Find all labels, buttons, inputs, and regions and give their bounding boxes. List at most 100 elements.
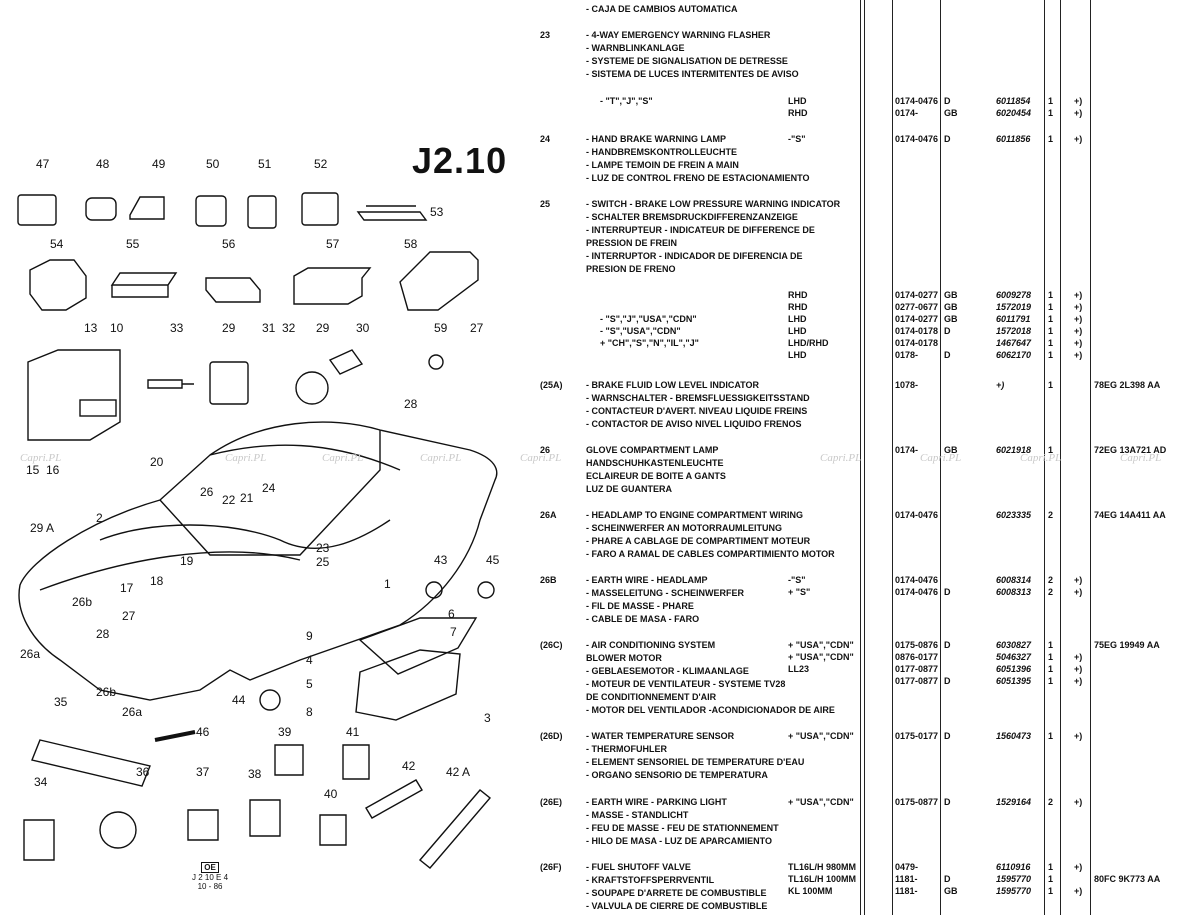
catalog-ref: (26C) <box>540 640 563 650</box>
catalog-ref: 26B <box>540 575 557 585</box>
spec-drive: RHD <box>788 108 808 118</box>
spec-market: GB <box>944 314 958 324</box>
callout-number: 29 <box>316 321 330 335</box>
connector-57-shape <box>293 267 372 305</box>
catalog-description-line: - SCHEINWERFER AN MOTORRAUMLEITUNG <box>586 523 782 533</box>
spec-date: 0174- <box>895 445 919 455</box>
grommet-43-shape <box>425 581 443 599</box>
tie-42-shape <box>365 779 423 819</box>
spec-note: +) <box>1074 338 1083 348</box>
catalog-description-line: - SOUPAPE D'ARRETE DE COMBUSTIBLE <box>586 888 767 898</box>
callout-number: 57 <box>326 237 340 251</box>
spec-qty: 1 <box>1048 640 1054 650</box>
catalog-description-line: - BRAKE FLUID LOW LEVEL INDICATOR <box>586 380 759 390</box>
relay-50-shape <box>195 195 227 227</box>
page-title: J2.10 <box>412 140 508 181</box>
spec-part-number: 6051396 <box>996 664 1032 674</box>
switch-48-shape <box>85 197 117 221</box>
callout-number: 32 <box>282 321 296 335</box>
catalog-description-line: - INTERRUPTOR - INDICADOR DE DIFERENCIA … <box>586 251 803 261</box>
spec-note: +) <box>1074 314 1083 324</box>
spec-part-number: 5046327 <box>996 652 1032 662</box>
connector-55-shape <box>110 272 178 298</box>
catalog-description-line: - AIR CONDITIONING SYSTEM <box>586 640 716 650</box>
spec-part-number: 6023335 <box>996 510 1032 520</box>
column-divider <box>864 0 865 915</box>
spec-date: 0174-0476 <box>895 510 939 520</box>
watermark: Capri.PL <box>520 452 562 464</box>
catalog-description-line: - SCHALTER BREMSDRUCKDIFFERENZANZEIGE <box>586 212 798 222</box>
spec-qty: 1 <box>1048 302 1054 312</box>
spec-market: GB <box>944 302 958 312</box>
spec-drive: + "USA","CDN" <box>788 640 854 650</box>
spec-date: 0177-0877 <box>895 676 939 686</box>
spec-date: 1181- <box>895 886 918 896</box>
spec-drive: LHD <box>788 96 807 106</box>
callout-number: 9 <box>306 629 313 643</box>
lamp-58-shape <box>399 251 479 311</box>
spec-market: D <box>944 134 951 144</box>
catalog-description-line: - SYSTEME DE SIGNALISATION DE DETRESSE <box>586 56 788 66</box>
callout-number: 36 <box>136 765 150 779</box>
spec-market: D <box>944 587 951 597</box>
catalog-description-line: - FEU DE MASSE - FEU DE STATIONNEMENT <box>586 823 779 833</box>
spec-date: 0174-0178 <box>895 326 939 336</box>
callout-number: 34 <box>34 775 48 789</box>
callout-number: 56 <box>222 237 236 251</box>
spec-variant: - "S","J","USA","CDN" <box>600 314 697 324</box>
watermark: Capri.PL <box>322 452 364 464</box>
callout-number: 41 <box>346 725 360 739</box>
catalog-description-line: GLOVE COMPARTMENT LAMP <box>586 445 719 455</box>
spec-part-number: 6011854 <box>996 96 1031 106</box>
spec-part-number: 6011856 <box>996 134 1031 144</box>
spec-ref: 75EG 19949 AA <box>1094 640 1160 650</box>
clip-40-shape <box>319 814 347 846</box>
catalog-description-line: - HANDBREMSKONTROLLEUCHTE <box>586 147 737 157</box>
spec-note: +) <box>1074 350 1083 360</box>
spec-date: 0174-0178 <box>895 338 939 348</box>
callout-number: 24 <box>262 481 276 495</box>
spec-drive: RHD <box>788 302 808 312</box>
catalog-description-line: - ORGANO SENSORIO DE TEMPERATURA <box>586 770 768 780</box>
clip-34-shape <box>23 819 55 861</box>
column-divider <box>860 0 861 915</box>
catalog-description-line: - CABLE DE MASA - FARO <box>586 614 700 624</box>
relay-29-shape <box>209 361 249 405</box>
callout-number: 10 <box>110 321 124 335</box>
catalog-ref: 26A <box>540 510 557 520</box>
column-divider <box>1090 0 1091 915</box>
callout-number: 16 <box>46 463 60 477</box>
wiring-loom-2-shape <box>99 519 391 549</box>
spec-qty: 1 <box>1048 314 1054 324</box>
spec-market: D <box>944 676 951 686</box>
spec-date: 0174-0277 <box>895 290 939 300</box>
catalog-description-line: - LAMPE TEMOIN DE FREIN A MAIN <box>586 160 739 170</box>
catalog-description-line: - VALVULA DE CIERRE DE COMBUSTIBLE <box>586 901 768 911</box>
catalog-description-line: - EARTH WIRE - PARKING LIGHT <box>586 797 727 807</box>
callout-number: 42 <box>402 759 416 773</box>
catalog-description-line: ECLAIREUR DE BOITE A GANTS <box>586 471 726 481</box>
catalog-description-line: PRESSION DE FREIN <box>586 238 678 248</box>
callout-number: 58 <box>404 237 418 251</box>
callout-number: 42 A <box>446 765 470 779</box>
spec-note: +) <box>1074 326 1083 336</box>
catalog-ref: 23 <box>540 30 551 40</box>
spec-drive: TL16L/H 980MM <box>788 862 857 872</box>
catalog-description-line: - EARTH WIRE - HEADLAMP <box>586 575 708 585</box>
callout-number: 50 <box>206 157 220 171</box>
spec-qty: 1 <box>1048 338 1054 348</box>
stamp-line1: J 2 10 E 4 <box>192 873 229 882</box>
spec-qty: 2 <box>1048 510 1054 520</box>
spec-market: GB <box>944 886 958 896</box>
callout-number: 17 <box>120 581 134 595</box>
spec-part-number: 1467647 <box>996 338 1032 348</box>
spec-part-number: 1529164 <box>996 797 1032 807</box>
spec-qty: 1 <box>1048 108 1054 118</box>
grommet-45-shape <box>477 581 495 599</box>
module-label-shape <box>79 399 117 417</box>
diagram-stamp: OE J 2 10 E 4 10 - 86 <box>192 862 228 891</box>
callout-number: 52 <box>314 157 328 171</box>
stamp-line2: 10 - 86 <box>197 882 223 891</box>
spec-note: +) <box>1074 302 1083 312</box>
